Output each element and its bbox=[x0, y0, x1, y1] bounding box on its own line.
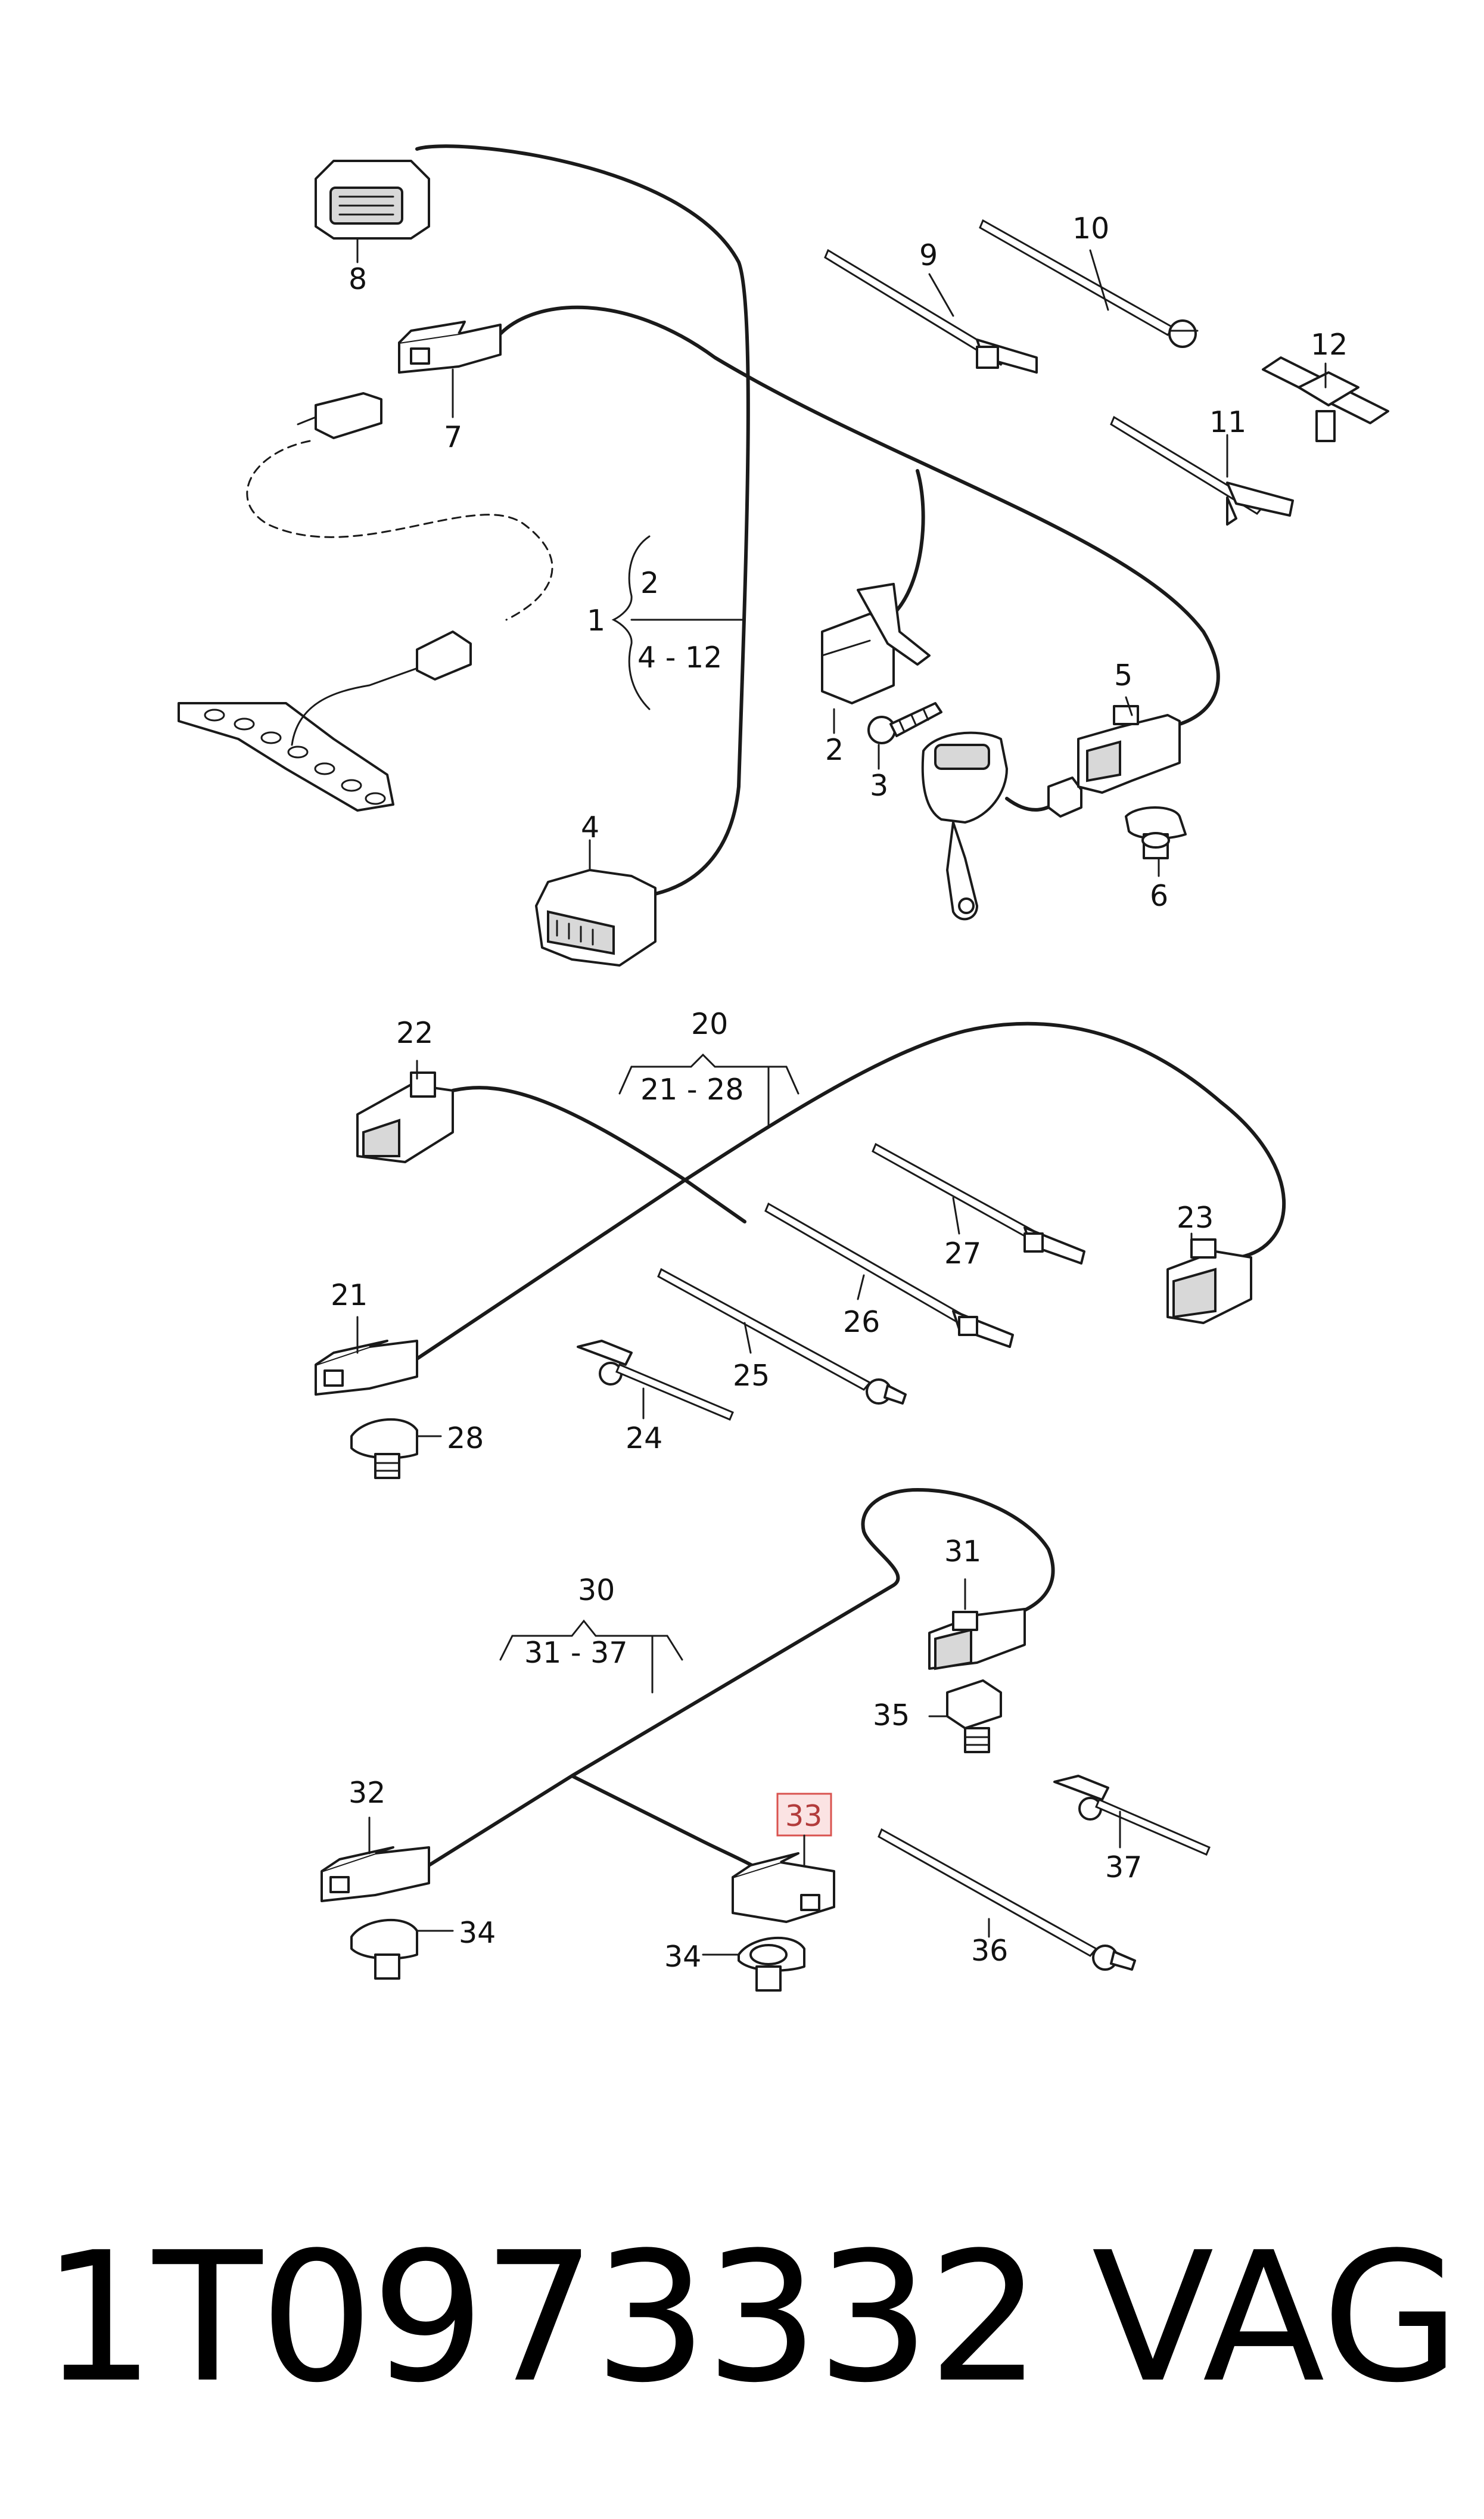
callout-6: 6 bbox=[1150, 879, 1168, 913]
callout-10: 10 bbox=[1072, 212, 1109, 246]
callout-21: 21 bbox=[331, 1278, 368, 1312]
callout-22: 22 bbox=[396, 1016, 433, 1050]
harness-30-group bbox=[321, 1488, 1211, 1992]
cable-tie-25[interactable] bbox=[657, 1268, 907, 1405]
clip-35[interactable] bbox=[946, 1679, 1002, 1753]
callout-37: 37 bbox=[1105, 1850, 1142, 1884]
callout-1: 1 bbox=[587, 604, 605, 638]
cable-tie-36[interactable] bbox=[878, 1828, 1136, 1971]
callout-8: 8 bbox=[349, 262, 367, 296]
callout-4: 4 bbox=[581, 810, 599, 844]
sensor-2[interactable] bbox=[821, 583, 931, 704]
cable-tie-10[interactable] bbox=[979, 219, 1199, 348]
callout-11: 11 bbox=[1209, 405, 1246, 439]
harness-1-group bbox=[178, 144, 1389, 967]
cable-tie-37[interactable] bbox=[1053, 1775, 1211, 1856]
callout-30: 30 bbox=[578, 1573, 615, 1607]
callout-1-sub-range: 4 - 12 bbox=[637, 641, 722, 675]
callout-30-range: 31 - 37 bbox=[524, 1636, 628, 1670]
connector-8[interactable] bbox=[315, 160, 430, 240]
cable-tie-9[interactable] bbox=[824, 249, 1038, 374]
connector-21[interactable] bbox=[315, 1340, 418, 1396]
callout-24: 24 bbox=[626, 1421, 662, 1455]
callout-labels: 1 2 4 - 12 2 3 4 5 6 7 8 9 10 11 12 20 2… bbox=[331, 212, 1348, 1974]
harness-20-group bbox=[315, 1021, 1286, 1479]
callout-23: 23 bbox=[1177, 1201, 1214, 1235]
connector-7[interactable] bbox=[398, 321, 502, 374]
holder-12[interactable] bbox=[1262, 356, 1389, 442]
connector-4[interactable] bbox=[535, 869, 657, 967]
callout-35: 35 bbox=[873, 1698, 910, 1732]
callout-25: 25 bbox=[733, 1359, 770, 1393]
connector-22[interactable] bbox=[356, 1071, 454, 1163]
connector-32[interactable] bbox=[321, 1846, 430, 1902]
callout-26: 26 bbox=[843, 1305, 880, 1339]
callout-20-range: 21 - 28 bbox=[640, 1073, 744, 1107]
heating-mat-wire bbox=[246, 440, 553, 621]
callout-31: 31 bbox=[944, 1535, 981, 1568]
heating-mat bbox=[178, 630, 472, 812]
footer: 1T0973332 VAG bbox=[0, 2205, 1484, 2431]
brand-label: VAG bbox=[1091, 2214, 1460, 2422]
callout-1-sub-2: 2 bbox=[640, 566, 659, 600]
clip-34-right[interactable] bbox=[738, 1936, 805, 1992]
connector-small-plug bbox=[297, 392, 382, 439]
cable-tie-27[interactable] bbox=[872, 1142, 1085, 1265]
harness-1-wire-main bbox=[415, 144, 750, 896]
callout-12: 12 bbox=[1311, 328, 1348, 362]
callout-20: 20 bbox=[691, 1007, 728, 1041]
callout-28: 28 bbox=[447, 1421, 484, 1455]
belt-buckle bbox=[921, 731, 1082, 921]
cable-tie-26[interactable] bbox=[764, 1202, 1014, 1348]
callout-27: 27 bbox=[944, 1237, 981, 1271]
harness-1-wire-branch bbox=[499, 305, 1220, 729]
group-bracket-30 bbox=[499, 1619, 683, 1694]
callout-36: 36 bbox=[971, 1934, 1008, 1968]
clip-28[interactable] bbox=[350, 1418, 418, 1479]
callout-9: 9 bbox=[919, 238, 938, 272]
callout-3: 3 bbox=[870, 769, 888, 803]
callout-34-right: 34 bbox=[664, 1940, 701, 1974]
screw-3[interactable] bbox=[867, 702, 942, 744]
harness-20-wire bbox=[415, 1021, 1286, 1361]
connector-23[interactable] bbox=[1166, 1238, 1252, 1324]
callout-2: 2 bbox=[825, 733, 844, 767]
connector-5[interactable] bbox=[1077, 705, 1181, 794]
harness-1-wire-sensor bbox=[892, 469, 925, 616]
callout-33: 33 bbox=[785, 1799, 822, 1833]
cable-tie-24[interactable] bbox=[577, 1340, 734, 1421]
callout-7: 7 bbox=[444, 420, 462, 454]
group-bracket-20 bbox=[618, 1053, 799, 1128]
clip-34-left[interactable] bbox=[350, 1918, 418, 1980]
callout-32: 32 bbox=[349, 1776, 385, 1810]
connector-31[interactable] bbox=[928, 1608, 1026, 1670]
part-number: 1T0973332 bbox=[42, 2214, 1041, 2422]
group-bracket-1 bbox=[611, 535, 651, 710]
cable-tie-11[interactable] bbox=[1110, 415, 1294, 526]
callout-5: 5 bbox=[1114, 659, 1133, 692]
leader-lines bbox=[356, 237, 1327, 1956]
callout-34-left: 34 bbox=[459, 1916, 496, 1950]
connector-33[interactable] bbox=[732, 1852, 835, 1923]
clip-6[interactable] bbox=[1125, 806, 1187, 859]
